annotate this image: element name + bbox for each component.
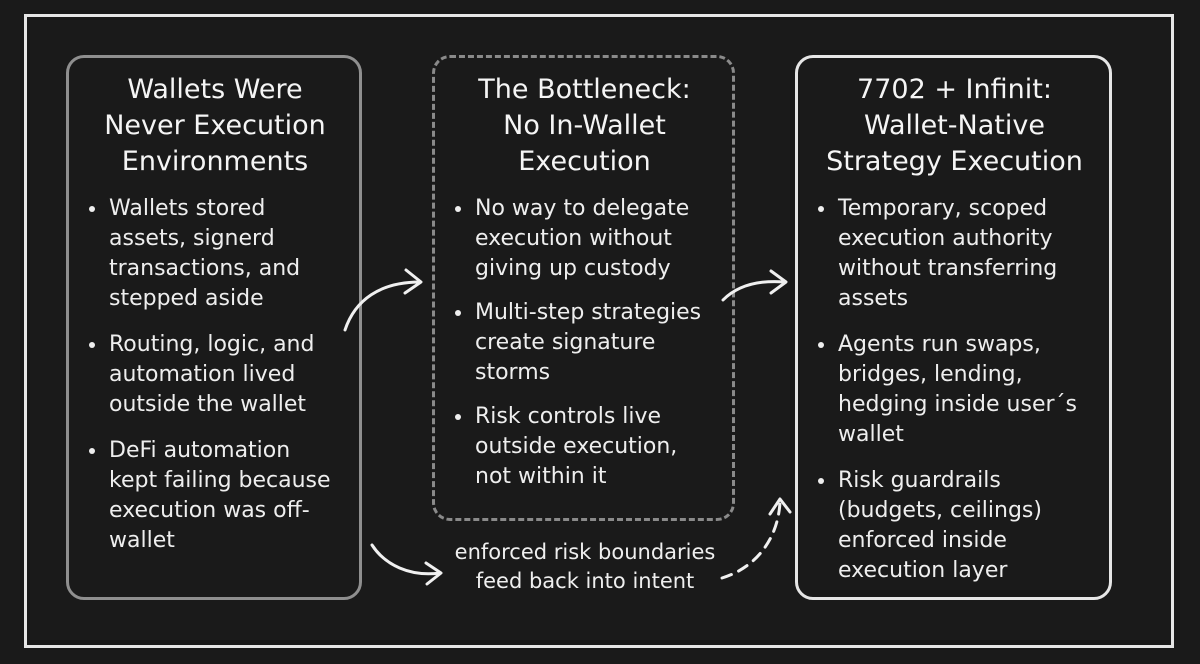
card-title-line: Execution (518, 146, 651, 177)
card-title-line: 7702 + Infinit: (857, 74, 1052, 105)
card-title: 7702 + Infinit: Wallet-Native Strategy E… (816, 72, 1093, 180)
arrow-right-icon (343, 268, 423, 332)
outer-frame (24, 14, 1174, 648)
card-the-bottleneck: The Bottleneck: No In-Wallet Execution N… (432, 55, 735, 521)
bullet-list: Temporary, scoped execution authority wi… (816, 194, 1093, 586)
bullet-item: Wallets stored assets, signerd transacti… (87, 194, 343, 314)
card-title-line: Environments (121, 146, 309, 177)
bullet-list: Wallets stored assets, signerd transacti… (87, 194, 343, 556)
bullet-item: No way to delegate execution without giv… (453, 194, 716, 284)
bullet-item: DeFi automation kept failing because exe… (87, 436, 343, 556)
card-wallets-were-never-execution-environments: Wallets Were Never Execution Environment… (66, 55, 362, 600)
feedback-label: enforced risk boundaries feed back into … (440, 538, 730, 596)
card-title-line: Strategy Execution (826, 146, 1083, 177)
card-title: The Bottleneck: No In-Wallet Execution (453, 72, 716, 180)
bullet-item: Routing, logic, and automation lived out… (87, 330, 343, 420)
dashed-arrow-up-icon (720, 497, 792, 580)
bullet-item: Risk guardrails (budgets, ceilings) enfo… (816, 466, 1093, 586)
card-title: Wallets Were Never Execution Environment… (87, 72, 343, 180)
bullet-item: Multi-step strategies create signature s… (453, 298, 716, 388)
card-title-line: Never Execution (104, 110, 326, 141)
bullet-item: Risk controls live outside execution, no… (453, 402, 716, 492)
bullet-list: No way to delegate execution without giv… (453, 194, 716, 492)
card-title-line: Wallet-Native (864, 110, 1045, 141)
feedback-label-line: feed back into intent (475, 569, 695, 593)
card-title-line: Wallets Were (127, 74, 303, 105)
bullet-item: Agents run swaps, bridges, lending, hedg… (816, 330, 1093, 450)
feedback-label-line: enforced risk boundaries (454, 540, 716, 564)
arrow-right-icon (721, 269, 788, 302)
card-7702-infinit: 7702 + Infinit: Wallet-Native Strategy E… (795, 55, 1112, 600)
card-title-line: The Bottleneck: (478, 74, 691, 105)
bullet-item: Temporary, scoped execution authority wi… (816, 194, 1093, 314)
card-title-line: No In-Wallet (503, 110, 666, 141)
arrow-right-icon (370, 543, 443, 586)
